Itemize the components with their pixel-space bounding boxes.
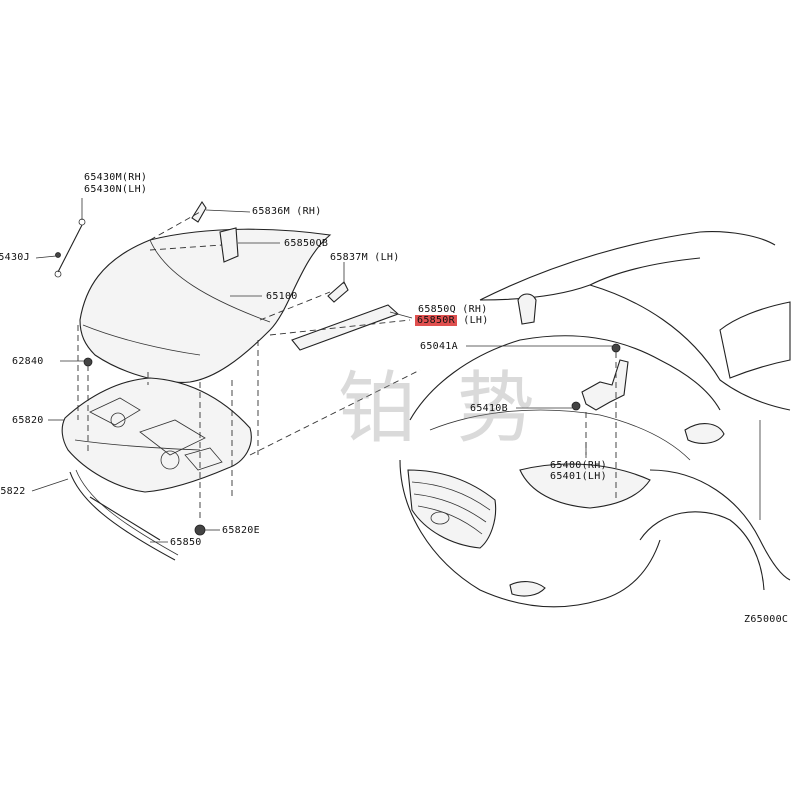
hood-stay xyxy=(57,224,83,273)
hood-inner-curve xyxy=(82,324,201,356)
label-65850r-side: (LH) xyxy=(463,315,489,326)
label-65837m: 65837M (LH) xyxy=(330,252,400,263)
label-65836m: 65836M (RH) xyxy=(252,206,322,217)
car-headlight xyxy=(519,463,651,509)
hood-seal-strip xyxy=(89,496,161,541)
car-a-pillar xyxy=(589,257,701,286)
car-windshield xyxy=(479,284,791,411)
hood-stay-end-bottom xyxy=(54,270,62,278)
label-65850q: 65850Q (RH) xyxy=(418,304,488,315)
clip-65430j xyxy=(55,252,61,258)
car-grille xyxy=(407,469,497,549)
clip-65820e xyxy=(194,524,206,536)
car-emblem xyxy=(430,511,450,525)
grommet-62840 xyxy=(83,357,93,367)
label-65041a: 65041A xyxy=(420,341,458,352)
leader-line xyxy=(35,255,57,259)
leader-line xyxy=(31,478,69,492)
assembly-line xyxy=(249,369,421,456)
car-side-window xyxy=(719,301,791,379)
label-65850: 65850 xyxy=(170,537,202,548)
front-seal-inner xyxy=(75,469,179,556)
grille-bar xyxy=(413,493,487,523)
insulator-hole-1 xyxy=(110,412,126,428)
label-65410b: 65410B xyxy=(470,403,508,414)
label-65400: 65400(RH) xyxy=(550,460,607,471)
car-roof xyxy=(479,231,776,301)
label-65820: 65820 xyxy=(12,415,44,426)
leader-line xyxy=(205,209,251,213)
grille-bar xyxy=(411,481,491,511)
label-65401: 65401(LH) xyxy=(550,471,607,482)
label-65430j: 65430J xyxy=(0,252,30,263)
hood-hinge xyxy=(581,359,629,411)
insulator-cutout-3 xyxy=(184,447,223,471)
hood-seal-65850q xyxy=(291,304,400,351)
insulator-cutout-2 xyxy=(139,419,206,456)
label-65820e: 65820E xyxy=(222,525,260,536)
leader-line xyxy=(389,311,413,319)
insulator-hole-2 xyxy=(160,450,180,470)
hinge-nut-65410b xyxy=(571,401,581,411)
assembly-line xyxy=(149,244,223,251)
car-hood-crease xyxy=(429,409,691,461)
label-65850r-highlight: 65850R xyxy=(415,315,457,326)
hood-front-edge xyxy=(149,239,271,323)
insulator-cutout-1 xyxy=(89,397,141,426)
label-65822: 65822 xyxy=(0,486,26,497)
front-seal xyxy=(69,471,176,561)
label-65850qb: 65850QB xyxy=(284,238,329,249)
label-65430m: 65430M(RH) xyxy=(84,172,148,183)
grille-bar xyxy=(417,505,483,535)
watermark: 铂 势 xyxy=(338,364,543,454)
clip-65836m xyxy=(191,200,207,223)
diagram-code: Z65000C xyxy=(744,614,789,625)
car-fender xyxy=(649,469,791,581)
car-hood xyxy=(409,335,721,421)
label-65430n: 65430N(LH) xyxy=(84,184,148,195)
car-fog-light xyxy=(509,581,546,597)
hinge-bolt-65041a xyxy=(611,343,621,353)
insulator-rib xyxy=(74,439,201,451)
bracket-65850qb xyxy=(219,227,239,263)
car-front-bumper xyxy=(399,459,661,608)
car-side-mirror-left xyxy=(517,293,537,325)
car-mirror xyxy=(684,423,725,444)
label-62840: 62840 xyxy=(12,356,44,367)
car-wheel-arch xyxy=(639,511,765,591)
hood-insulator xyxy=(61,377,252,493)
assembly-line xyxy=(269,319,411,336)
label-65100: 65100 xyxy=(266,291,298,302)
clip-65837m xyxy=(327,281,349,303)
label-65850r-row: 65850R (LH) xyxy=(415,315,489,326)
hood-panel xyxy=(79,228,332,383)
assembly-line xyxy=(259,291,331,321)
